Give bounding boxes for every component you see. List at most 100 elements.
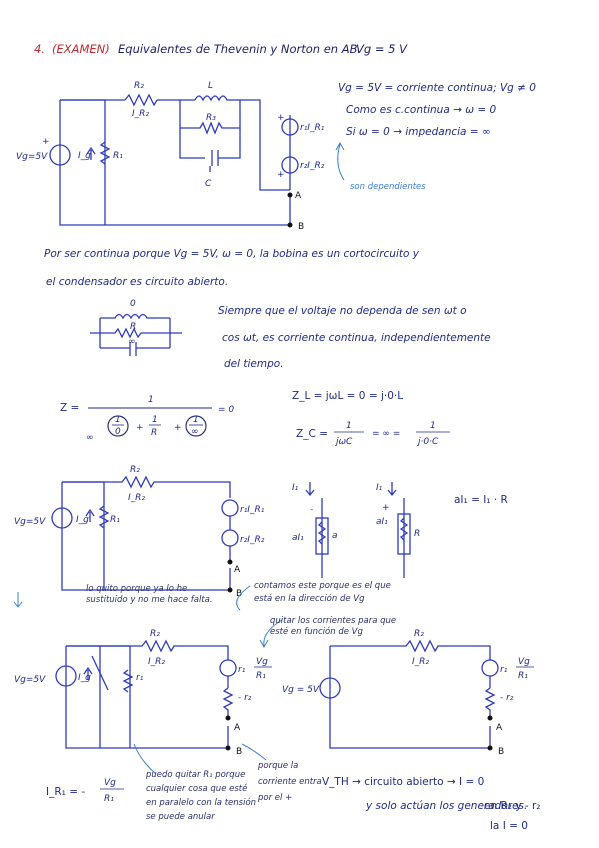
exercise-number: 4. [34,42,45,56]
fz-d3: 1 [193,415,199,425]
circuit-2: R₂ I_R₂ Vg=5V I_g R₁ r₁I_R₁ r₂I_R₂ A B [14,465,265,599]
c4-node-a: A [496,723,503,733]
circuit-4: R₂ I_R₂ Vg = 5V r₁ Vg R₁ - r₂ A B [282,629,534,757]
fz-d2b: R [151,428,157,438]
c2-node-b: B [236,589,242,599]
sc-inf-label: ∞ [128,337,136,347]
note-omega: Como es c.continua → ω = 0 [346,104,497,116]
fzc-d1: jωC [334,437,353,447]
ds-a: a [332,531,338,541]
c2-node-a: A [234,565,241,575]
ir1-num: Vg [104,778,116,788]
ir1-fraction: Vg R₁ [100,778,124,804]
note-puedo: puedo quitar R₁ porque cualquier cosa qu… [146,770,257,822]
mid-arrows [13,585,283,649]
note-quito: lo quito porque ya lo he sustituido y no… [86,584,213,605]
la-line: la I = 0 [490,820,528,832]
small-circuit: 0 R ∞ [90,299,182,356]
circuit-1: R₂ I_R₂ L R₃ C Vg=5V + I_g R₁ r₁I_R₁ r₂I… [16,81,325,232]
c4-vg-frac-den: R₁ [518,671,528,681]
c3-r1-src-label: r₁ [238,665,246,675]
c1-plus-1: + [277,113,285,123]
bottom-arrows [133,743,267,775]
para-line-1: Por ser continua porque Vg = 5V, ω = 0, … [44,248,419,260]
c1-r3-label: R₃ [206,113,216,123]
c1-c-label: C [205,179,212,189]
note-continua: Vg = 5V = corriente continua; Vg ≠ 0 [338,82,536,94]
formula-z: 1 1 0 + 1 R + 1 ∞ ∞ = 0 [86,395,234,443]
c2-r1-label: R₁ [110,515,120,525]
c3-ig-label: I_g [78,673,91,683]
c3-r2-label: R₂ [150,629,160,639]
dep-formula: aI₁ = I₁ · R [454,494,508,506]
note-contamos: contamos este porque es el que está en l… [254,581,391,604]
note-impedancia: Si ω = 0 → impedancia = ∞ [346,126,491,138]
c1-ir2-label: I_R₂ [132,109,149,119]
sc-r-label: R [130,322,136,332]
ds-i1-b: I₁ [376,483,383,493]
c3-r1-label: r₁ [136,673,144,683]
c1-r1-label: R₁ [113,151,123,161]
ds-minus: - [310,505,313,515]
note-siempre-2: cos ωt, es corriente continua, independi… [222,332,491,344]
c1-node-a: A [295,191,302,201]
c2-ig-label: I_g [76,515,89,525]
title-vg: Vg = 5 V [356,42,407,56]
c3-vg-frac-num: Vg [256,657,268,667]
note-dependientes: son dependientes [350,182,426,192]
ds-ai1-b: aI₁ [376,517,388,527]
fzc-n1: 1 [346,421,352,431]
ds-plus: + [382,503,390,513]
c3-node-a: A [234,723,241,733]
c4-vg-frac-num: Vg [518,657,530,667]
formula-z-lhs: Z = [60,402,80,414]
c4-r2-label: R₂ [414,629,424,639]
ir1-lhs: I_R₁ = - [46,786,86,798]
ds-ai1-a: aI₁ [292,533,304,543]
fz-plus1: + [136,423,144,433]
c4-node-b: B [498,747,504,757]
page-title: Equivalentes de Thevenin y Norton en AB. [118,42,362,56]
c3-ir2-label: I_R₂ [148,657,165,667]
c1-vg-label: Vg=5V [16,152,48,162]
note-siempre-1: Siempre que el voltaje no dependa de sen… [218,305,467,317]
c2-r1ir1-label: r₁I_R₁ [240,505,265,515]
dependientes-arrow [335,141,345,181]
c1-plus-2: + [277,170,285,180]
fzc-eq: = ∞ = [372,429,400,439]
note-siempre-3: del tiempo. [224,358,284,370]
exam-tag: (EXAMEN) [52,42,110,56]
c4-r1-label: r₁ [500,665,508,675]
note-quitar: quitar los corrientes para que esté en f… [270,616,397,637]
c1-r1ir1-label: r₁I_R₁ [300,123,325,133]
c1-node-b: B [298,222,304,232]
ds-i1-a: I₁ [292,483,299,493]
fzc-d2: j·0·C [416,437,439,447]
ds-r: R [414,529,420,539]
c3-node-b: B [236,747,242,757]
c2-ir2-label: I_R₂ [128,493,145,503]
formula-zl: Z_L = jωL = 0 = j·0·L [292,390,404,402]
fz-inf: ∞ [86,433,94,443]
c3-vg-frac-den: R₁ [256,671,266,681]
c4-ir2-label: I_R₂ [412,657,429,667]
c1-r2ir2-label: r₂I_R₂ [300,161,325,171]
dep-source-diagrams: I₁ - aI₁ a I₁ + aI₁ R [292,482,420,578]
formula-zc-lhs: Z_C = [296,428,328,440]
c2-r2-label: R₂ [130,465,140,475]
sc-top-label: 0 [130,299,136,309]
c2-vg-label: Vg=5V [14,517,46,527]
c1-ig-label: I_g [78,151,91,161]
circuit-3: R₂ I_R₂ Vg=5V I_g r₁ r₁ Vg R₁ - r₂ A B [14,629,272,757]
fz-d1b: 0 [115,427,121,437]
vth-line: V_TH → circuito abierto → I = 0 [322,776,485,788]
c4-mr2-label: - r₂ [500,693,514,703]
fz-d1: 1 [115,415,121,425]
c1-r2-label: R₂ [134,81,144,91]
note-porque: porque la corriente entra por el + [258,761,322,803]
c1-l-label: L [208,81,213,91]
en-line: en R₂ y - r₂ [484,800,541,812]
c1-plus: + [42,137,50,147]
fzc-n2: 1 [430,421,436,431]
fz-d2: 1 [152,415,158,425]
